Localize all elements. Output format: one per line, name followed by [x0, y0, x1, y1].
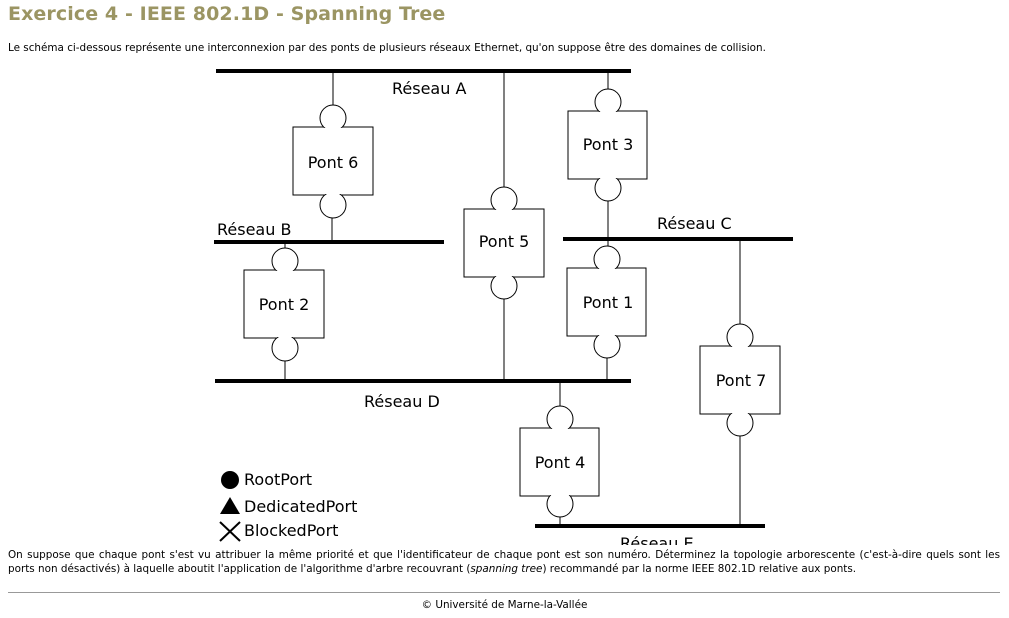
- page-title: Exercice 4 - IEEE 802.1D - Spanning Tree: [8, 3, 446, 25]
- label-pont-4: Pont 4: [535, 453, 586, 472]
- port-3-top: [594, 88, 622, 116]
- question-text: On suppose que chaque pont s'est vu attr…: [8, 549, 1000, 576]
- label-pont-7: Pont 7: [716, 371, 767, 390]
- blocked-port-icon: [219, 521, 241, 542]
- port-6-top: [319, 104, 347, 132]
- question-emphasis: spanning tree: [470, 562, 543, 575]
- port-2-bottom: [271, 334, 299, 362]
- legend-dedicated-label: DedicatedPort: [244, 497, 357, 516]
- dedicated-port-icon: [220, 497, 240, 514]
- port-5-top: [490, 186, 518, 214]
- port-5-bottom: [490, 272, 518, 300]
- port-2-top: [271, 247, 299, 275]
- legend-blocked-label: BlockedPort: [244, 521, 338, 540]
- label-reseau-c: Réseau C: [657, 214, 732, 233]
- label-pont-5: Pont 5: [479, 232, 530, 251]
- root-port-icon: [221, 471, 239, 489]
- legend: RootPort DedicatedPort BlockedPort: [219, 470, 357, 542]
- footer-divider: [8, 592, 1000, 593]
- port-3-bottom: [594, 174, 622, 202]
- port-4-top: [546, 405, 574, 433]
- port-7-top: [726, 323, 754, 351]
- label-reseau-a: Réseau A: [392, 79, 466, 98]
- label-pont-1: Pont 1: [583, 293, 634, 312]
- label-reseau-d: Réseau D: [364, 392, 440, 411]
- network-diagram: Réseau A Réseau B Réseau C Réseau D Rése…: [214, 69, 793, 545]
- port-1-bottom: [593, 331, 621, 359]
- port-1-top: [593, 245, 621, 273]
- legend-root-label: RootPort: [244, 470, 312, 489]
- label-reseau-e: Réseau E: [620, 534, 694, 545]
- question-part-1: On suppose que chaque pont s'est vu attr…: [8, 549, 1000, 575]
- question-part-2: ) recommandé par la norme IEEE 802.1D re…: [542, 562, 857, 575]
- label-reseau-b: Réseau B: [217, 220, 291, 239]
- port-6-bottom: [319, 191, 347, 219]
- label-pont-3: Pont 3: [583, 135, 634, 154]
- port-7-bottom: [726, 409, 754, 437]
- copyright-footer: © Université de Marne-la-Vallée: [421, 599, 588, 611]
- label-pont-2: Pont 2: [259, 295, 310, 314]
- label-pont-6: Pont 6: [308, 153, 359, 172]
- intro-text: Le schéma ci-dessous représente une inte…: [8, 42, 766, 54]
